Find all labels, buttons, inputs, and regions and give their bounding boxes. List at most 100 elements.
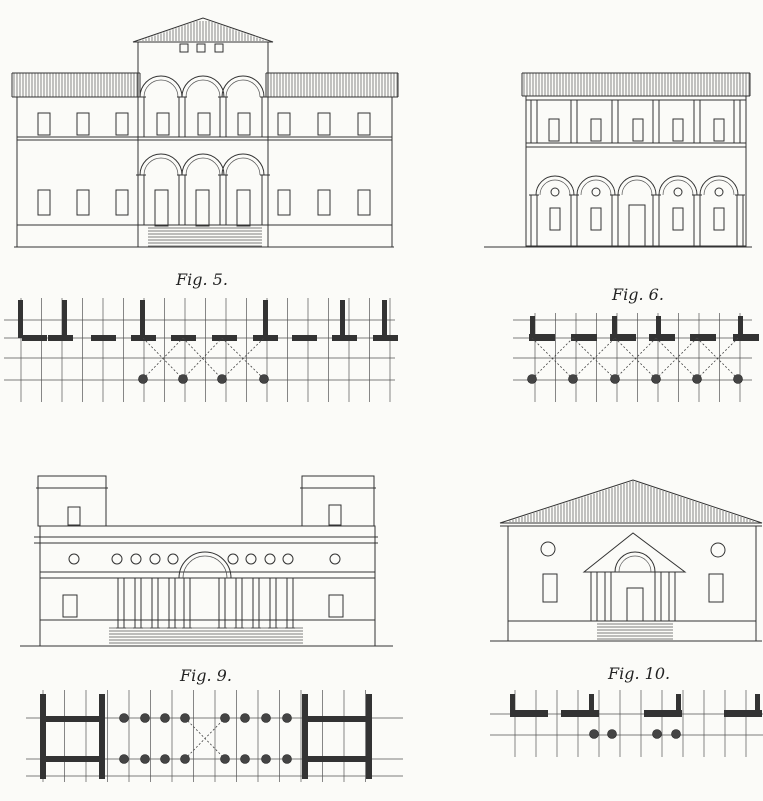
oculus bbox=[673, 187, 683, 197]
fig10-plan bbox=[490, 690, 763, 757]
wall bbox=[530, 316, 535, 340]
column-plan bbox=[261, 754, 271, 764]
arch bbox=[139, 75, 183, 98]
column bbox=[530, 194, 538, 247]
wall bbox=[340, 300, 345, 338]
oculus bbox=[329, 553, 341, 565]
column-plan bbox=[140, 754, 150, 764]
column-plan bbox=[240, 754, 250, 764]
window bbox=[236, 189, 251, 227]
wall bbox=[91, 335, 116, 341]
column bbox=[604, 571, 612, 622]
column bbox=[733, 99, 741, 144]
arch bbox=[139, 153, 183, 176]
wall bbox=[140, 300, 145, 338]
wall bbox=[212, 335, 237, 341]
oculus bbox=[540, 541, 556, 557]
window bbox=[672, 118, 684, 142]
column-plan bbox=[140, 713, 150, 723]
fig6-plan bbox=[513, 313, 759, 402]
column bbox=[652, 194, 660, 247]
arch bbox=[221, 153, 265, 176]
wall bbox=[48, 335, 73, 341]
fig10-elevation bbox=[490, 479, 763, 642]
window bbox=[549, 207, 561, 231]
wall bbox=[18, 300, 23, 338]
column bbox=[178, 96, 186, 138]
window bbox=[237, 112, 251, 136]
wall bbox=[292, 335, 317, 341]
column bbox=[693, 99, 701, 144]
column-plan bbox=[282, 754, 292, 764]
wall bbox=[510, 710, 548, 717]
window bbox=[197, 112, 211, 136]
portico-pediment bbox=[582, 532, 687, 573]
wall bbox=[40, 694, 46, 779]
wall bbox=[302, 694, 308, 779]
column bbox=[590, 571, 598, 622]
window bbox=[672, 207, 684, 231]
window bbox=[708, 573, 724, 603]
window bbox=[67, 506, 81, 526]
wall bbox=[690, 334, 716, 341]
column bbox=[668, 571, 676, 622]
wall bbox=[649, 334, 675, 341]
column bbox=[137, 174, 145, 226]
window bbox=[277, 189, 291, 216]
wall bbox=[306, 756, 368, 762]
wall bbox=[612, 316, 617, 340]
wall bbox=[656, 316, 661, 340]
fig5-elevation bbox=[11, 17, 399, 248]
column bbox=[530, 99, 538, 144]
column-plan bbox=[607, 729, 617, 739]
wall bbox=[610, 334, 636, 341]
window bbox=[713, 207, 725, 231]
window bbox=[154, 189, 169, 227]
window bbox=[317, 189, 331, 216]
arch bbox=[614, 551, 656, 573]
window bbox=[115, 112, 129, 136]
wall bbox=[44, 716, 102, 722]
arch bbox=[178, 551, 232, 579]
arch bbox=[576, 175, 616, 196]
column bbox=[178, 174, 186, 226]
column-plan bbox=[589, 729, 599, 739]
fig5-caption: Fig. 5. bbox=[176, 270, 228, 289]
window bbox=[37, 189, 51, 216]
wall bbox=[571, 334, 597, 341]
oculus bbox=[710, 542, 726, 558]
window bbox=[590, 207, 602, 231]
oculus bbox=[227, 553, 239, 565]
arch bbox=[181, 75, 225, 98]
column-plan bbox=[261, 713, 271, 723]
window bbox=[328, 504, 342, 526]
column bbox=[611, 99, 619, 144]
oculus bbox=[714, 187, 724, 197]
window bbox=[713, 118, 725, 142]
wall bbox=[62, 300, 67, 338]
oculus bbox=[167, 553, 179, 565]
column bbox=[654, 571, 662, 622]
wall bbox=[263, 300, 268, 338]
door bbox=[628, 204, 646, 247]
window bbox=[76, 112, 90, 136]
wall bbox=[306, 716, 368, 722]
column-plan bbox=[240, 713, 250, 723]
wall bbox=[510, 694, 515, 716]
fig10-caption: Fig. 10. bbox=[608, 664, 671, 683]
oculus bbox=[111, 553, 123, 565]
fig9-elevation bbox=[20, 475, 393, 647]
window bbox=[156, 112, 170, 136]
wall bbox=[589, 694, 594, 716]
wall bbox=[22, 335, 47, 341]
central-tower bbox=[137, 41, 269, 248]
column bbox=[570, 194, 578, 247]
fig9-plan bbox=[26, 690, 403, 782]
wall bbox=[561, 710, 599, 717]
window bbox=[214, 43, 224, 53]
column-plan bbox=[282, 713, 292, 723]
arch bbox=[535, 175, 575, 196]
column-plan bbox=[671, 729, 681, 739]
column bbox=[219, 174, 227, 226]
